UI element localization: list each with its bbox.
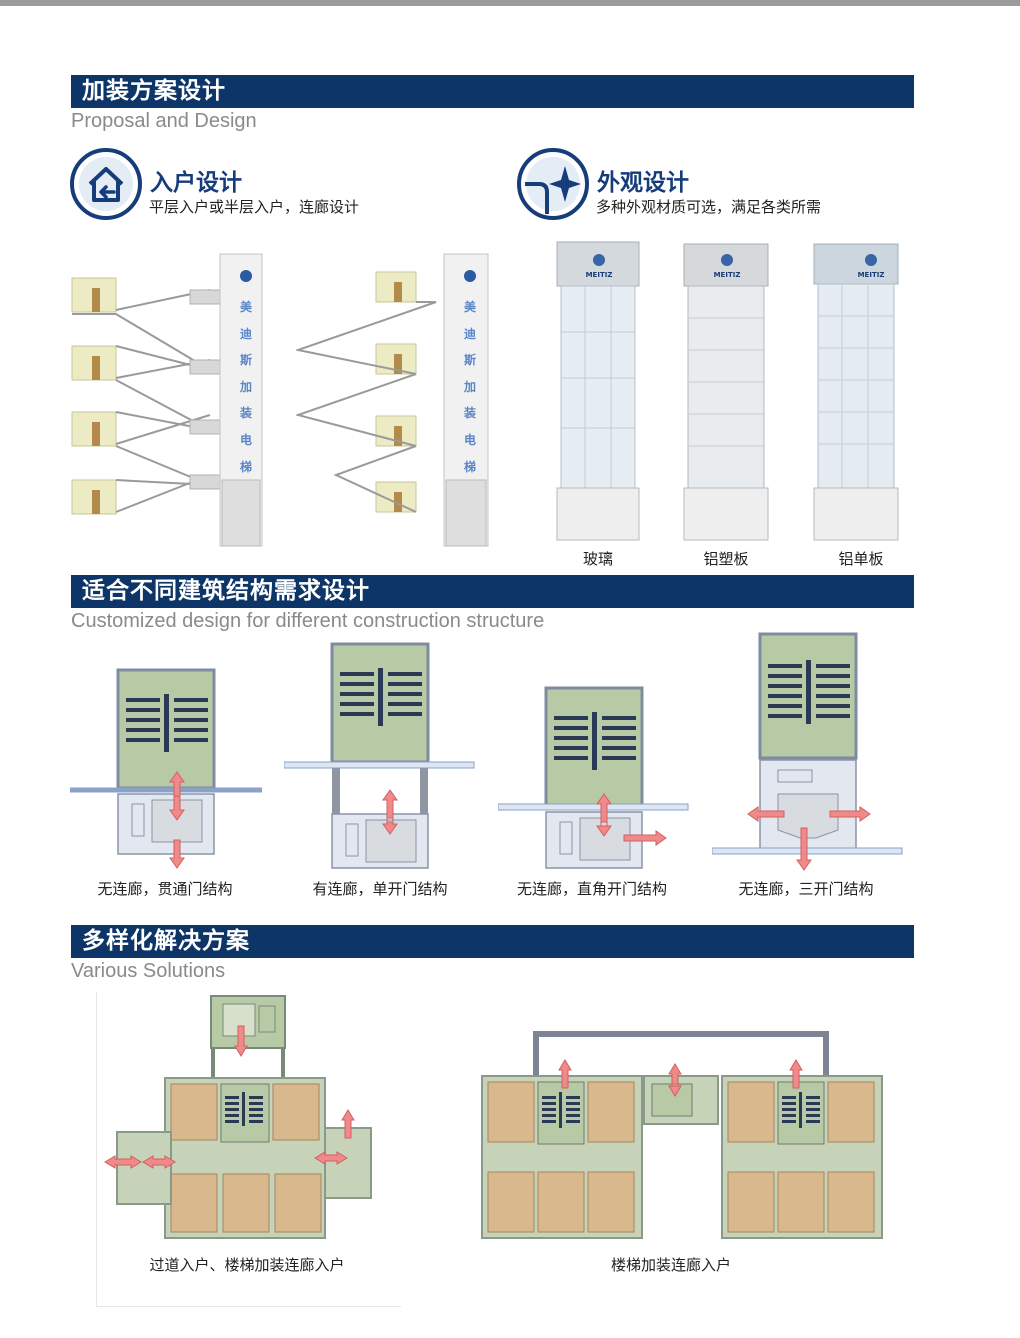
tower-logo-mark [232,258,260,294]
structure-caption-2: 有连廊，单开门结构 [312,880,448,898]
logo-circle-icon [865,254,877,266]
feature-appearance-desc: 多种外观材质可选，满足各类所需 [596,198,822,216]
section-header-structure: 适合不同建筑结构需求设计 [71,575,914,608]
tower-char: 迪 [239,326,252,341]
tower-vertical-text: 美 迪 斯 加 装 电 梯 [456,294,484,480]
tower-char: 电 [239,432,252,447]
tower-char: 斯 [463,353,476,368]
solution-plan-corridor [478,1030,884,1242]
section-subtitle: Proposal and Design [71,110,257,132]
structure-caption-4: 无连廊，三开门结构 [738,880,874,898]
tower-char: 装 [463,406,476,421]
tower-vertical-text: 美 迪 斯 加 装 电 梯 [232,294,260,480]
section-header-proposal: 加装方案设计 [71,75,914,108]
structure-caption-1: 无连廊，贯通门结构 [97,880,233,898]
feature-entry-title: 入户设计 [150,170,242,196]
section-title: 适合不同建筑结构需求设计 [82,578,370,604]
stair-tower-illustration-right [294,250,496,550]
section-title: 多样化解决方案 [82,928,250,954]
tower-char: 加 [239,379,252,394]
section-title: 加装方案设计 [82,78,226,104]
feature-appearance-title: 外观设计 [597,170,689,196]
tower-char: 迪 [463,326,476,341]
tower-char: 斯 [239,353,252,368]
tower-char: 装 [239,406,252,421]
column-logo-text: MEITIZ [713,271,741,279]
elevator-shaft-aluminum-single [812,242,900,542]
tower-logo-left: 美 迪 斯 加 装 电 梯 [232,258,260,480]
structure-diagram-three-door [711,632,906,872]
column-logo: MEITIZ [712,252,742,279]
tower-char: 梯 [239,459,252,474]
column-logo-text: MEITIZ [857,271,885,279]
tower-logo-right: 美 迪 斯 加 装 电 梯 [456,258,484,480]
column-logo-text: MEITIZ [585,271,613,279]
column-logo: MEITIZ [856,252,886,279]
column-logo: MEITIZ [584,252,614,279]
home-entry-icon [70,148,142,220]
tower-char: 美 [239,300,252,314]
material-label-aluminum-plastic: 铝塑板 [703,550,749,568]
solution-caption-2: 楼梯加装连廊入户 [610,1256,731,1274]
elevator-shaft-aluminum-plastic [682,242,770,542]
tower-char: 美 [463,300,476,314]
solution-caption-1: 过道入户、楼梯加装连廊入户 [149,1256,345,1274]
feature-entry-desc: 平层入户或半层入户，连廊设计 [149,198,360,216]
solution-plan-passage [96,992,401,1307]
structure-diagram-right-angle-door [497,686,692,872]
section-subtitle: Various Solutions [71,960,226,982]
section-header-solutions: 多样化解决方案 [71,925,914,958]
tower-char: 梯 [463,459,476,474]
tower-logo-mark [456,258,484,294]
elevator-shaft-glass [555,240,641,542]
structure-diagram-through-door [70,668,264,874]
section-subtitle: Customized design for different construc… [71,610,545,632]
logo-circle-icon [593,254,605,266]
material-label-aluminum-single: 铝单板 [838,550,884,568]
logo-circle-icon [721,254,733,266]
structure-diagram-single-door-corridor [283,642,478,872]
sparkle-icon [517,148,589,220]
structure-caption-3: 无连廊，直角开门结构 [516,880,667,898]
tower-char: 电 [463,432,476,447]
stair-tower-illustration-left [70,250,270,550]
top-border [0,0,1020,6]
tower-char: 加 [463,379,476,394]
material-label-glass: 玻璃 [582,550,613,568]
